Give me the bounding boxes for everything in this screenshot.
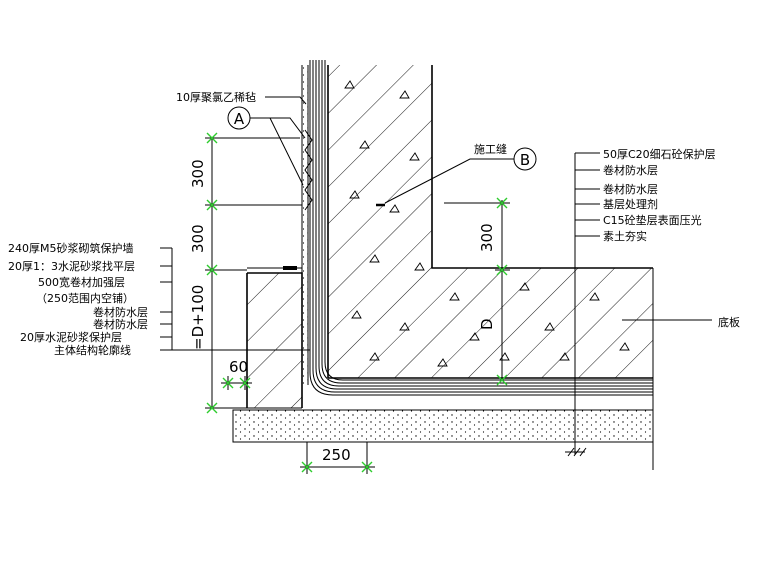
aggregate-marks xyxy=(344,80,630,367)
label-left-7: 主体结构轮廓线 xyxy=(54,343,131,357)
label-left-0: 240厚M5砂浆砌筑保护墙 xyxy=(8,241,133,255)
label-left-1: 20厚1：3水泥砂浆找平层 xyxy=(8,259,135,273)
dim-right-300: 300 xyxy=(478,223,496,252)
label-left-5: 卷材防水层 xyxy=(93,317,148,331)
joint-label: 施工缝 xyxy=(474,142,507,156)
membrane-layers xyxy=(283,60,653,396)
label-pvc-felt: 10厚聚氯乙稀毡 xyxy=(176,90,256,104)
label-right-5: 素土夯实 xyxy=(603,229,647,243)
slab-label-group: 底板 xyxy=(622,315,740,329)
dim-left-300-lower: 300 xyxy=(189,224,207,253)
label-left-3: （250范围内空铺） xyxy=(36,291,134,305)
c15-cushion-layer xyxy=(232,268,654,470)
dim-left-300-upper: 300 xyxy=(189,159,207,188)
left-labels: 240厚M5砂浆砌筑保护墙 20厚1：3水泥砂浆找平层 500宽卷材加强层 （2… xyxy=(8,241,310,357)
callout-a: A xyxy=(227,106,306,186)
concrete-structure xyxy=(327,65,653,379)
callout-a-text: A xyxy=(234,110,245,128)
callout-b-text: B xyxy=(520,151,530,169)
right-labels: 50厚C20细石砼保护层 卷材防水层 卷材防水层 基层处理剂 C15砼垫层表面压… xyxy=(574,147,716,445)
label-left-2: 500宽卷材加强层 xyxy=(38,275,125,289)
top-label-group: 10厚聚氯乙稀毡 xyxy=(176,90,307,105)
label-right-2: 卷材防水层 xyxy=(603,182,658,196)
label-right-0: 50厚C20细石砼保护层 xyxy=(603,147,716,161)
dim-bottom-60: 60 xyxy=(229,358,248,376)
label-right-1: 卷材防水层 xyxy=(603,163,658,177)
dimension-texts: 300 300 =D+100 300 D 60 250 xyxy=(189,159,496,464)
dimension-lines xyxy=(205,132,510,474)
label-right-4: C15砼垫层表面压光 xyxy=(603,213,702,227)
protective-brick-wall xyxy=(246,65,309,408)
dim-bottom-250: 250 xyxy=(322,446,351,464)
label-slab: 底板 xyxy=(718,315,740,329)
dim-left-d100: =D+100 xyxy=(189,285,207,350)
dim-right-d: D xyxy=(478,318,496,330)
label-right-3: 基层处理剂 xyxy=(603,197,658,211)
label-left-6: 20厚水泥砂浆保护层 xyxy=(20,330,122,344)
callout-b: B 施工缝 xyxy=(384,142,537,204)
earth-symbol xyxy=(565,445,587,457)
label-left-4: 卷材防水层 xyxy=(93,305,148,319)
